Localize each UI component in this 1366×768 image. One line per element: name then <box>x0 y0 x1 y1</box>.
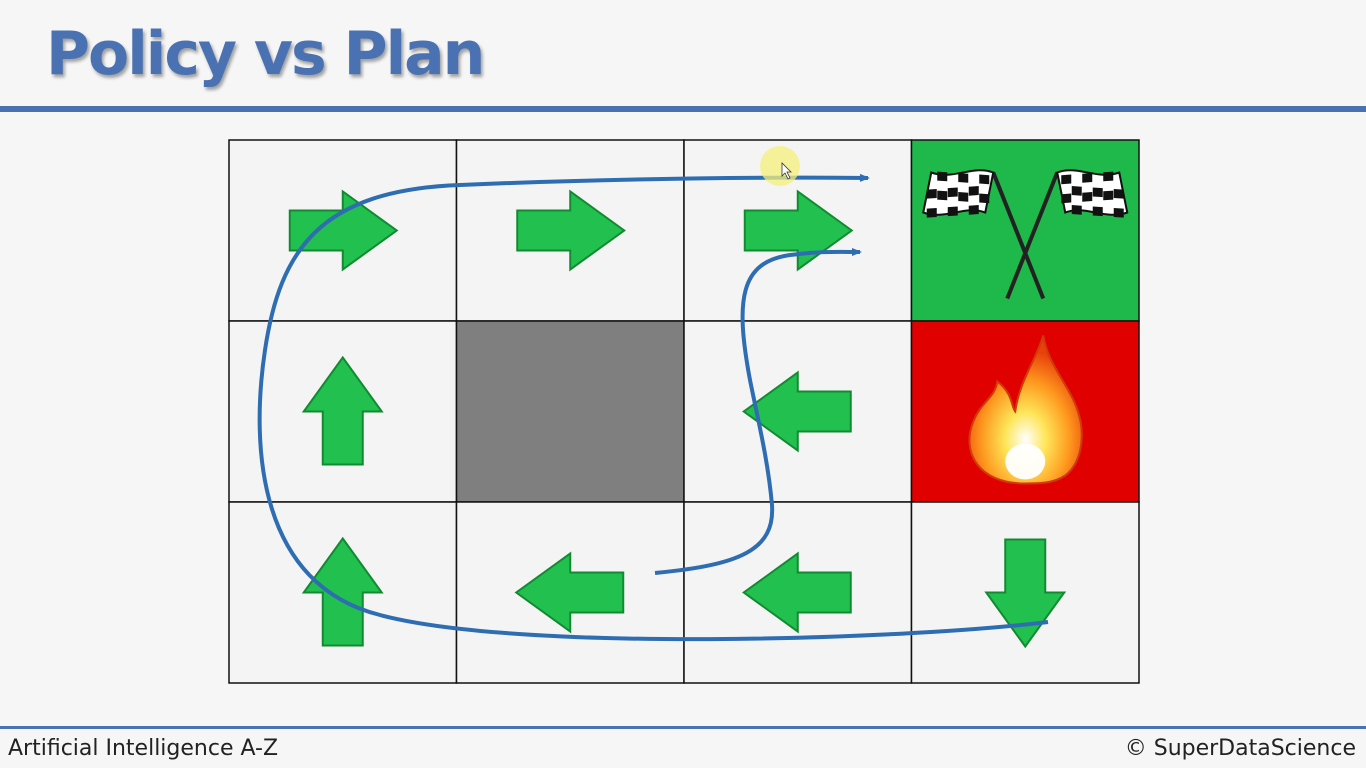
checkered-flags-icon <box>922 169 1129 300</box>
plan-path-long <box>257 173 1049 642</box>
mouse-cursor-icon <box>781 162 792 180</box>
plan-path-short <box>654 247 862 575</box>
policy-arrow-left-icon <box>742 370 852 453</box>
cursor-highlight <box>760 146 800 186</box>
policy-arrow-right-icon <box>516 189 626 272</box>
footer-course-name: Artificial Intelligence A-Z <box>8 736 279 761</box>
policy-arrow-left-icon <box>514 551 625 634</box>
policy-arrow-down-icon <box>984 538 1067 649</box>
fire-icon <box>968 335 1083 485</box>
grid-cell-goal-r0c3 <box>910 139 1140 322</box>
policy-arrow-up-icon <box>301 536 384 647</box>
footer-copyright: © SuperDataScience <box>1124 736 1356 761</box>
policy-arrow-right-icon <box>743 189 854 272</box>
grid-cell-wall-r1c1 <box>455 320 685 503</box>
policy-arrow-up-icon <box>301 355 384 466</box>
policy-arrow-left-icon <box>742 551 852 634</box>
footer-rule <box>0 726 1366 729</box>
grid-cell-arrow-r1c2 <box>683 320 913 503</box>
title-underline <box>0 106 1366 112</box>
slide-title: Policy vs Plan <box>46 19 485 89</box>
